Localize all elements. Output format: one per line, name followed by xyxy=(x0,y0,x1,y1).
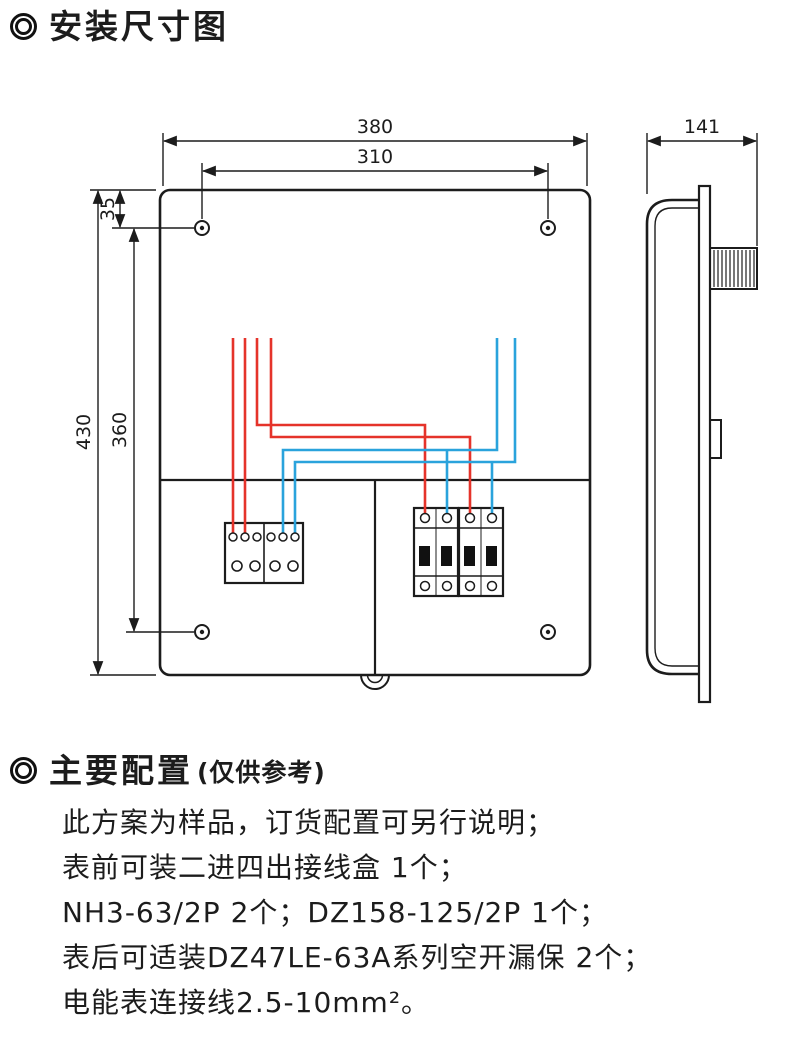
section2-suffix: (仅供参考) xyxy=(197,758,326,787)
dim-310-label: 310 xyxy=(357,146,393,168)
side-view xyxy=(645,184,758,704)
wiring xyxy=(231,338,517,537)
phase-wires-red xyxy=(231,338,472,537)
junction-box xyxy=(223,521,305,585)
main-config-heading: 主要配置 (仅供参考) xyxy=(10,754,326,787)
bullseye-icon xyxy=(10,13,37,40)
page-title: 安装尺寸图 xyxy=(49,7,229,46)
front-view xyxy=(158,188,592,690)
config-line-5: 电能表连接线2.5-10mm²。 xyxy=(62,986,431,1019)
breaker-handles xyxy=(419,546,497,566)
bullseye-icon xyxy=(10,757,37,784)
config-line-2: 表前可装二进四出接线盒 1个； xyxy=(62,851,468,884)
dim-430-label: 430 xyxy=(73,414,95,450)
dim-360: 360 xyxy=(109,227,140,633)
config-line-1: 此方案为样品，订货配置可另行说明； xyxy=(62,806,556,839)
config-line-4: 表后可适装DZ47LE-63A系列空开漏保 2个； xyxy=(62,941,653,974)
dim-380-label: 380 xyxy=(357,116,393,138)
install-dimension-heading: 安装尺寸图 xyxy=(10,10,229,43)
config-list: 此方案为样品，订货配置可另行说明； 表前可装二进四出接线盒 1个； NH3-63… xyxy=(62,800,782,1025)
dim-141-label: 141 xyxy=(684,116,720,138)
config-line-3: NH3-63/2P 2个；DZ158-125/2P 1个； xyxy=(62,896,608,929)
dim-35: 35 xyxy=(97,189,126,229)
dimensions: 380 310 35 430 xyxy=(73,116,758,676)
mounting-holes xyxy=(194,220,556,640)
side-meter-block xyxy=(709,247,758,290)
dim-310: 310 xyxy=(201,146,549,219)
dim-141: 141 xyxy=(646,116,758,246)
dim-430: 430 xyxy=(73,189,104,676)
terminal-screws xyxy=(228,512,498,592)
dim-360-label: 360 xyxy=(109,412,131,448)
side-clip xyxy=(709,419,722,459)
neutral-wires-blue xyxy=(281,338,517,537)
dimension-diagram: 380 310 35 430 xyxy=(73,116,758,704)
section2-title: 主要配置 xyxy=(49,751,193,790)
dim-35-label: 35 xyxy=(97,197,119,221)
circuit-breakers xyxy=(412,506,505,598)
dim-380: 380 xyxy=(162,116,588,186)
